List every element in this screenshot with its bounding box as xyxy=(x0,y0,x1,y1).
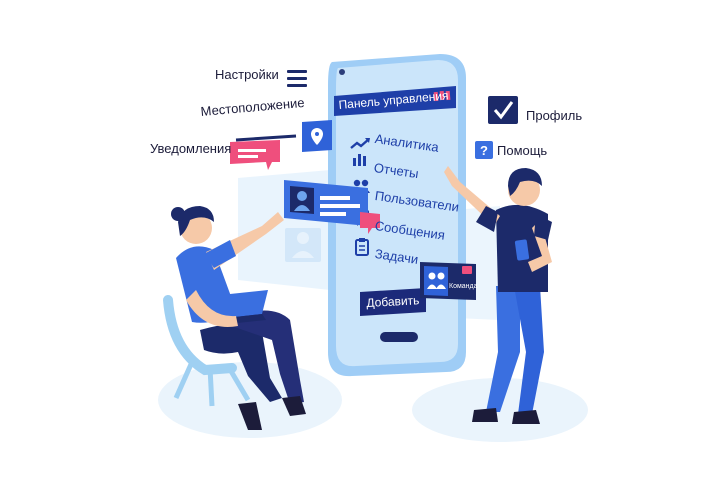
team-card-label: Команда xyxy=(449,283,478,290)
message-bubble-icon xyxy=(360,212,380,234)
header-indicator-1 xyxy=(433,91,439,102)
phone-camera xyxy=(339,69,345,75)
header-indicator-3 xyxy=(445,90,451,101)
notification-bubble-icon xyxy=(230,140,280,170)
team-card xyxy=(420,262,476,300)
help-icon: ? xyxy=(475,141,493,159)
settings-menu-icon xyxy=(287,70,307,87)
profile-card xyxy=(284,180,368,226)
phone-header-bar xyxy=(334,86,456,116)
add-button-shape xyxy=(360,288,426,316)
location-pin-icon xyxy=(302,120,332,152)
woman-figure xyxy=(163,206,306,430)
help-label: Помощь xyxy=(497,143,548,158)
notifications-label: Уведомления xyxy=(150,141,232,156)
handheld-phone-icon xyxy=(514,239,530,261)
phone-home-button xyxy=(380,332,418,342)
settings-label: Настройки xyxy=(215,67,279,82)
man-figure xyxy=(444,166,552,424)
svg-text:?: ? xyxy=(480,143,488,158)
bar-chart-icon xyxy=(353,154,366,166)
add-button[interactable]: Добавить xyxy=(366,293,420,310)
location-underline xyxy=(235,134,297,142)
faded-avatar-icon xyxy=(285,228,321,262)
profile-label: Профиль xyxy=(526,108,583,123)
header-indicator-2 xyxy=(439,90,445,101)
trend-icon xyxy=(350,138,370,149)
checkmark-icon xyxy=(488,96,518,124)
clipboard-icon xyxy=(355,238,369,256)
team-badge xyxy=(462,266,472,274)
